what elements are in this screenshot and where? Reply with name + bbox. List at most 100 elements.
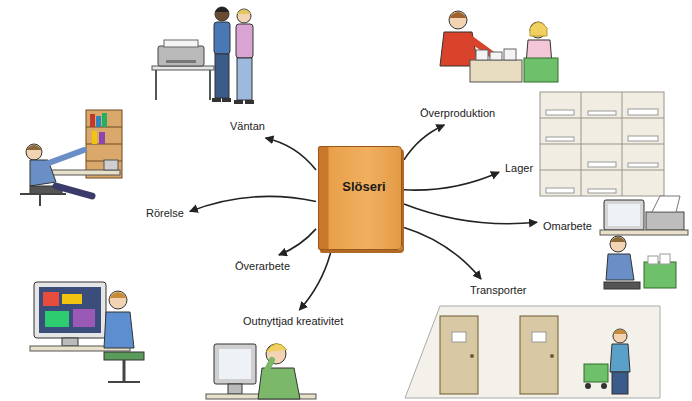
overprocessing-scene-part (104, 312, 134, 348)
arrow-connector (404, 227, 481, 279)
waiting-scene-part (236, 24, 253, 58)
transport-scene (405, 306, 660, 398)
motion-scene (20, 110, 122, 206)
arrow-connector (404, 172, 499, 190)
inventory-shelves-part (546, 137, 574, 141)
inventory-shelves-part (540, 118, 664, 119)
book-title: Slöseri (319, 179, 401, 194)
motion-scene-part (39, 194, 41, 206)
waiting-scene-part (237, 9, 251, 23)
overproduction-scene-part (530, 22, 546, 38)
transport-scene-part (520, 316, 558, 394)
waste-label: Outnyttjad kreativitet (241, 314, 345, 329)
motion-scene-part (104, 160, 118, 170)
overproduction-scene (440, 11, 558, 82)
overproduction-scene-part (504, 49, 516, 60)
label-text: Omarbete (543, 220, 592, 232)
overprocessing-scene-part (73, 309, 95, 327)
waiting-scene-part (155, 70, 157, 100)
label-text: Rörelse (146, 207, 184, 219)
inventory-shelves-part (540, 144, 664, 145)
unused-creativity-scene-part (266, 360, 272, 372)
overproduction-scene-part (530, 22, 547, 36)
waste-label: Väntan (228, 119, 267, 134)
transport-scene-part (405, 306, 660, 398)
motion-scene-part (92, 131, 97, 144)
waiting-scene-part (237, 58, 252, 100)
label-text: Överproduktion (420, 107, 495, 119)
inventory-shelves-part (581, 92, 582, 196)
transport-scene-part (452, 332, 466, 342)
transport-scene-part (585, 383, 591, 389)
rework-scene-part (604, 282, 640, 289)
rework-scene-part (660, 254, 670, 264)
transport-scene-part (584, 364, 608, 382)
inventory-shelves-part (540, 92, 664, 196)
label-text: Överarbete (235, 260, 290, 272)
overprocessing-scene-part (104, 352, 144, 360)
transport-scene-part (613, 329, 627, 343)
inventory-shelves-part (588, 111, 616, 115)
transport-scene-part (612, 372, 628, 394)
waiting-scene-part (152, 66, 214, 70)
transport-scene-part (601, 383, 607, 389)
arrow-connector (404, 204, 537, 224)
inventory-shelves-part (546, 188, 574, 193)
transport-scene-part (550, 354, 554, 358)
unused-creativity-scene-part (219, 349, 251, 379)
waiting-scene-part (214, 22, 230, 54)
rework-scene-part (652, 196, 680, 212)
rework-scene-part (644, 262, 676, 288)
inventory-shelves-part (628, 136, 658, 141)
label-text: Transporter (470, 284, 526, 296)
inventory-shelves-part (628, 109, 658, 115)
waste-label: Överarbete (233, 259, 292, 274)
waste-label: Rörelse (144, 206, 186, 221)
label-text: Lager (505, 162, 533, 174)
arrow-connector (266, 138, 317, 170)
label-text: Väntan (230, 120, 265, 132)
overprocessing-scene (30, 282, 144, 382)
waste-label: Transporter (468, 283, 528, 298)
overprocessing-scene-part (109, 292, 127, 298)
inventory-shelves-part (622, 92, 623, 196)
motion-scene-part (20, 193, 66, 195)
waiting-scene-part (209, 70, 211, 100)
transport-scene-part (532, 332, 546, 342)
overprocessing-scene-part (45, 311, 69, 327)
unused-creativity-scene-part (228, 384, 242, 394)
waiting-scene-part (158, 46, 204, 66)
rework-scene-part (606, 254, 634, 280)
waiting-scene-part (245, 100, 254, 104)
overprocessing-scene-part (109, 291, 127, 309)
inventory-shelves-part (588, 189, 616, 193)
overproduction-scene-part (449, 11, 467, 29)
inventory-shelves-part (588, 162, 616, 167)
motion-scene-part (86, 110, 122, 178)
rework-scene-part (604, 200, 644, 230)
transport-scene-part (610, 344, 630, 372)
inventory-shelves (540, 92, 664, 196)
transport-scene-part (613, 330, 627, 335)
motion-scene-part (90, 114, 95, 127)
unused-creativity-scene-part (214, 344, 256, 384)
overprocessing-scene-part (39, 287, 101, 333)
rework-scene-part (610, 237, 626, 242)
overprocessing-scene-part (34, 282, 106, 338)
waste-label: Omarbete (541, 219, 594, 234)
waiting-scene-part (215, 7, 229, 12)
waste-label: Lager (503, 161, 535, 176)
waiting-scene-part (215, 54, 229, 98)
motion-scene-part (99, 132, 105, 144)
arrow-connector (279, 229, 316, 255)
rework-scene-part (648, 256, 658, 264)
inventory-shelves-part (546, 110, 574, 115)
motion-scene-part (26, 145, 42, 150)
arrow-connector (299, 252, 330, 310)
book-shape: Slöseri (318, 146, 402, 250)
waiting-scene-part (222, 98, 231, 102)
overproduction-scene-part (449, 12, 467, 18)
overprocessing-scene-part (123, 360, 126, 382)
overprocessing-scene-part (108, 381, 140, 383)
rework-scene (600, 196, 688, 289)
